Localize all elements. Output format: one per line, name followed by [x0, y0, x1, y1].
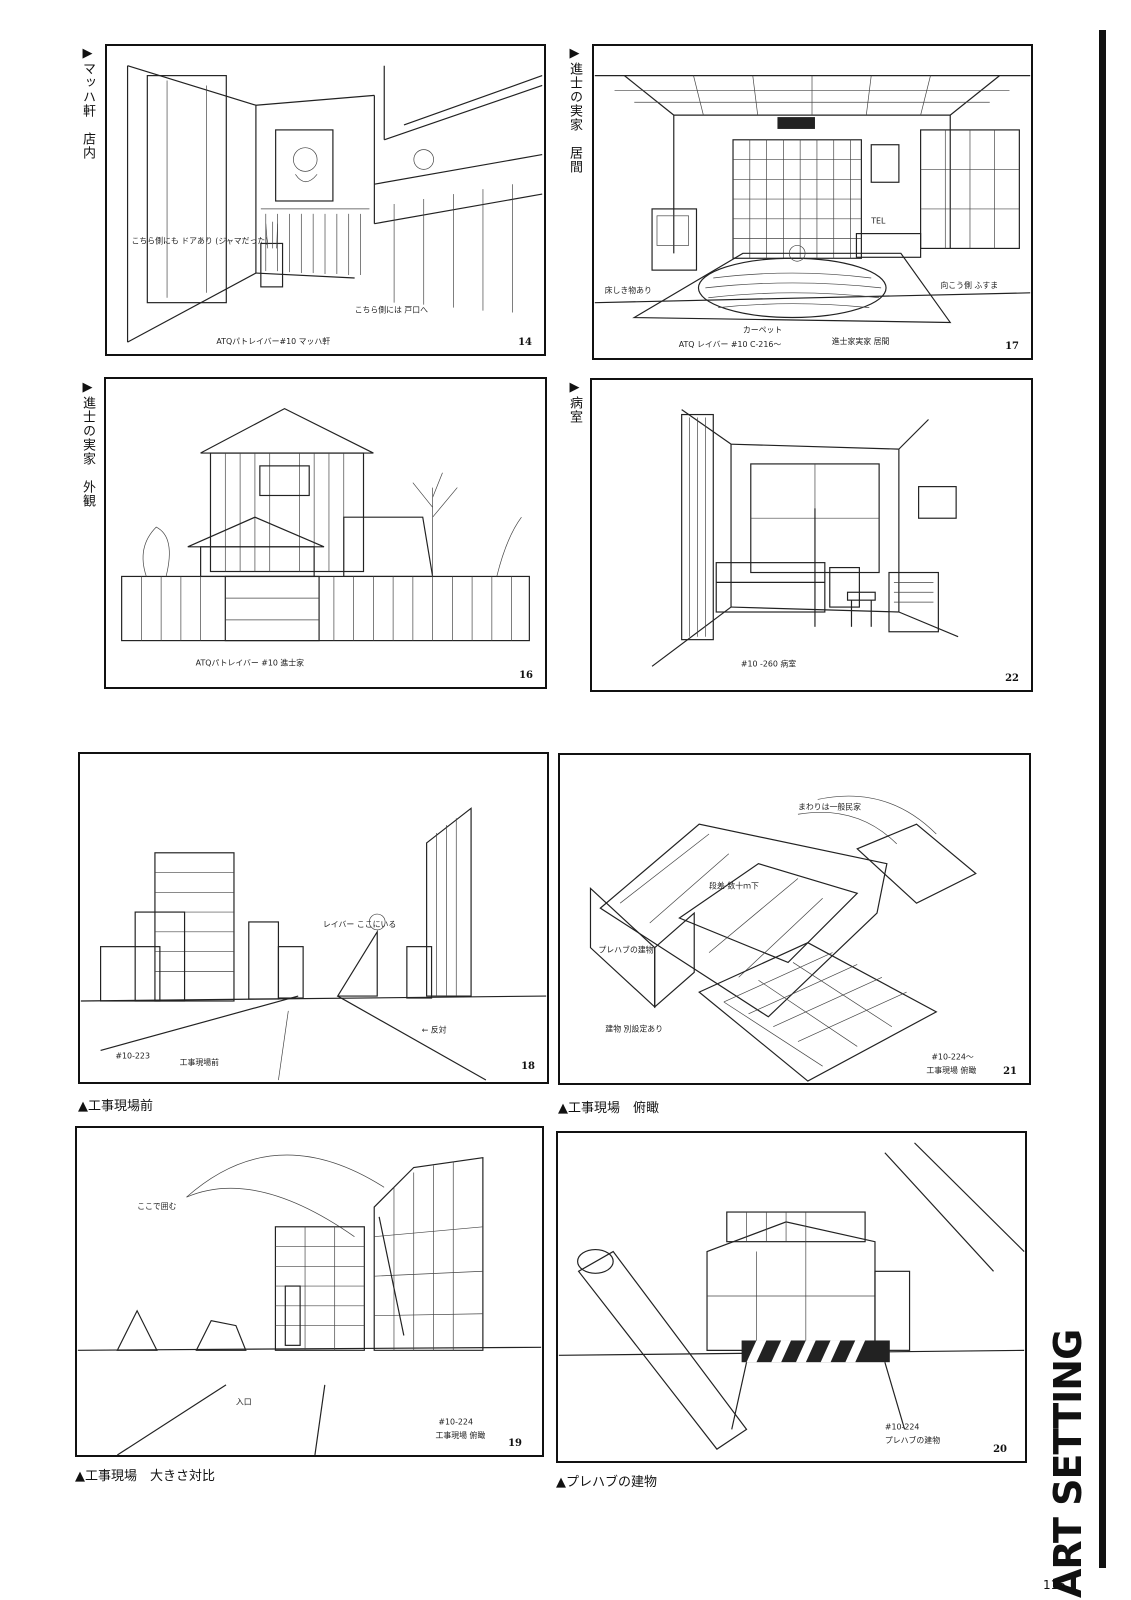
- caption-construction-front: ▲工事現場前: [78, 1099, 153, 1114]
- sketch-construction-site-front: #10-223 工事現場前 レイバー ここにいる ← 反対: [80, 807, 547, 1081]
- panel-number-21: 21: [1003, 1066, 1017, 1077]
- note-shinji-living-3: 向こう側 ふすま: [940, 280, 998, 290]
- panel-number-16: 16: [519, 670, 533, 681]
- caption-shinji-exterior: ▶進士の実家 外観: [80, 380, 95, 508]
- note-shinji-living-0: ATQ レイバー #10 C-216～: [679, 340, 782, 349]
- sketch-construction-site-scale: ここで囲む 入口 #10-224 工事現場 俯瞰: [77, 1154, 542, 1455]
- panel-number-22: 22: [1005, 673, 1019, 684]
- note-construction-front-0: #10-223: [115, 1051, 150, 1060]
- sketch-mach-ken-interior: ATQパトレイバー#10 マッハ軒 こちら側にも ドアあり (ジャマだった) こ…: [126, 65, 543, 346]
- note-construction-scale-2: ここで囲む: [137, 1202, 177, 1211]
- note-hospital-0: #10 -260 病室: [741, 658, 796, 668]
- panel-hospital: #10 -260 病室 22: [590, 378, 1033, 692]
- note-construction-overhead-0: #10-224～: [931, 1052, 974, 1061]
- sketch-construction-site-overhead: まわりは一般民家 プレハブの建物 建物 別設定あり 段差 数十ｍ下 #10-22…: [589, 795, 977, 1082]
- note-mach-ken-1: こちら側にも ドアあり (ジャマだった): [132, 235, 269, 245]
- note-construction-scale-3: 入口: [236, 1398, 252, 1407]
- panel-number-17: 17: [1005, 341, 1019, 352]
- note-prefab-1: プレハブの建物: [885, 1435, 940, 1445]
- panel-number-19: 19: [508, 1438, 522, 1449]
- caption-construction-scale: ▲工事現場 大きさ対比: [75, 1469, 215, 1484]
- caption-mach-ken: ▶マッハ軒 店内: [80, 46, 95, 160]
- note-construction-overhead-1: 工事現場 俯瞰: [926, 1065, 976, 1075]
- section-title: ART SETTING: [1046, 1329, 1090, 1598]
- panel-construction-front: #10-223 工事現場前 レイバー ここにいる ← 反対 18: [78, 752, 549, 1084]
- panel-shinji-exterior: ATQパトレイバー #10 進士家 16: [104, 377, 547, 689]
- panel-number-14: 14: [518, 337, 532, 348]
- sketch-shinji-living-room: ATQ レイバー #10 C-216～ 進士家実家 居間 床しき物あり 向こう側…: [594, 75, 1031, 349]
- panel-construction-scale: ここで囲む 入口 #10-224 工事現場 俯瞰 19: [75, 1126, 544, 1457]
- sketch-prefab-building: #10-224 プレハブの建物: [558, 1142, 1025, 1450]
- note-construction-scale-0: #10-224: [438, 1417, 473, 1426]
- note-shinji-living-2: 床しき物あり: [605, 285, 652, 295]
- panel-number-18: 18: [521, 1061, 535, 1072]
- panel-shinji-living: ATQ レイバー #10 C-216～ 進士家実家 居間 床しき物あり 向こう側…: [592, 44, 1033, 360]
- note-construction-overhead-4: 建物 別設定あり: [605, 1024, 663, 1034]
- caption-shinji-living: ▶進士の実家 居間: [567, 46, 582, 174]
- page-number: 115: [1043, 1578, 1066, 1592]
- note-shinji-living-5: TEL: [870, 217, 886, 226]
- caption-hospital: ▶病室: [567, 380, 582, 424]
- sketch-shinji-house-exterior: ATQパトレイバー #10 進士家: [121, 407, 530, 667]
- caption-prefab: ▲プレハブの建物: [556, 1475, 657, 1490]
- caption-construction-overhead: ▲工事現場 俯瞰: [558, 1101, 659, 1116]
- note-prefab-0: #10-224: [885, 1422, 920, 1431]
- note-mach-ken-2: こちら側には 戸口へ: [355, 305, 429, 315]
- panel-mach-ken: ATQパトレイバー#10 マッハ軒 こちら側にも ドアあり (ジャマだった) こ…: [105, 44, 546, 356]
- note-shinji-exterior-0: ATQパトレイバー #10 進士家: [196, 657, 304, 667]
- note-construction-overhead-2: まわりは一般民家: [798, 801, 861, 811]
- note-construction-overhead-3: プレハブの建物: [598, 945, 653, 955]
- note-mach-ken-0: ATQパトレイバー#10 マッハ軒: [216, 337, 330, 346]
- note-construction-front-3: ← 反対: [422, 1025, 447, 1035]
- note-construction-front-1: 工事現場前: [180, 1057, 220, 1067]
- note-construction-front-2: レイバー ここにいる: [323, 920, 396, 929]
- panel-number-20: 20: [993, 1444, 1007, 1455]
- note-construction-overhead-5: 段差 数十ｍ下: [709, 880, 759, 890]
- note-construction-scale-1: 工事現場 俯瞰: [435, 1430, 485, 1440]
- note-shinji-living-1: 進士家実家 居間: [832, 336, 890, 346]
- panel-prefab: #10-224 プレハブの建物 20: [556, 1131, 1027, 1463]
- note-shinji-living-4: カーペット: [743, 325, 782, 334]
- sketch-hospital-room: #10 -260 病室: [651, 409, 959, 668]
- panel-construction-overhead: まわりは一般民家 プレハブの建物 建物 別設定あり 段差 数十ｍ下 #10-22…: [558, 753, 1031, 1085]
- sidebar-rule: [1099, 30, 1106, 1568]
